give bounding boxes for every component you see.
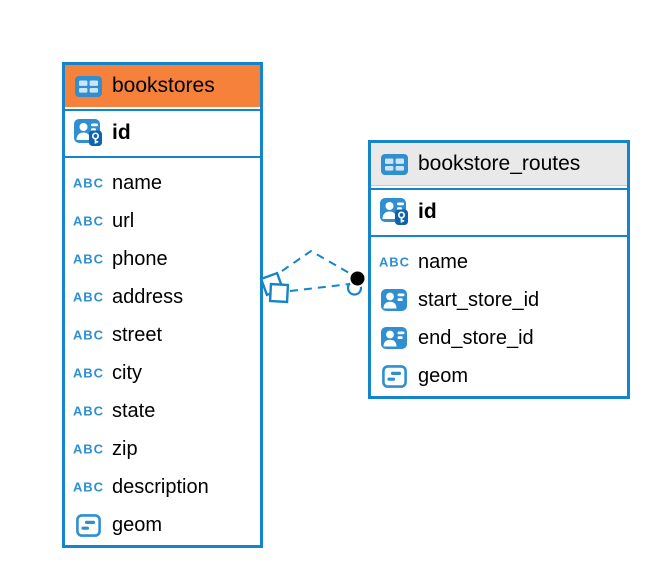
person-type-icon	[379, 289, 409, 311]
svg-text:ABC: ABC	[73, 252, 103, 266]
relationship-target-anchor-dot-icon[interactable]	[346, 269, 367, 296]
field-label: name	[418, 250, 469, 273]
primary-key-row[interactable]: id	[65, 111, 260, 154]
field-label: name	[112, 171, 163, 194]
header-divider	[371, 188, 627, 190]
text-type-icon: ABC	[73, 328, 103, 342]
primary-key-label: id	[418, 199, 437, 223]
svg-text:ABC: ABC	[73, 404, 103, 418]
table-field-row[interactable]: ABC state	[65, 392, 260, 430]
object-type-icon	[379, 364, 409, 388]
table-field-row[interactable]: geom	[371, 357, 627, 395]
table-title: bookstore_routes	[418, 152, 581, 175]
table-field-row[interactable]: ABC city	[65, 354, 260, 392]
person-type-icon	[379, 327, 409, 349]
table-field-row[interactable]: ABC street	[65, 316, 260, 354]
field-label: end_store_id	[418, 326, 534, 349]
relationship-line-lower[interactable]	[289, 283, 351, 292]
primary-key-row[interactable]: id	[371, 190, 627, 233]
text-type-icon: ABC	[73, 404, 103, 418]
svg-text:ABC: ABC	[379, 255, 409, 269]
table-field-row[interactable]: ABC address	[65, 278, 260, 316]
table-field-row[interactable]: ABC url	[65, 202, 260, 240]
field-label: address	[112, 285, 184, 308]
object-type-icon	[73, 513, 103, 537]
field-label: geom	[112, 513, 163, 536]
pk-divider	[65, 156, 260, 158]
field-label: state	[112, 399, 156, 422]
relationship-line-upper[interactable]	[281, 249, 352, 275]
table-title: bookstores	[112, 74, 215, 97]
text-type-icon: ABC	[73, 252, 103, 266]
person-key-icon	[379, 198, 409, 225]
text-type-icon: ABC	[73, 366, 103, 380]
field-label: city	[112, 361, 142, 384]
svg-text:ABC: ABC	[73, 328, 103, 342]
primary-key-label: id	[112, 120, 131, 144]
svg-text:ABC: ABC	[73, 366, 103, 380]
field-label: street	[112, 323, 163, 346]
header-divider	[65, 109, 260, 111]
text-type-icon: ABC	[73, 480, 103, 494]
svg-text:ABC: ABC	[73, 214, 103, 228]
pk-divider	[371, 235, 627, 237]
field-label: description	[112, 475, 209, 498]
table-field-row[interactable]: ABC phone	[65, 240, 260, 278]
text-type-icon: ABC	[379, 255, 409, 269]
table-header[interactable]: bookstores	[65, 65, 260, 107]
svg-text:ABC: ABC	[73, 290, 103, 304]
field-label: zip	[112, 437, 138, 460]
table-bookstore-routes[interactable]: bookstore_routes id ABC name start_store_i…	[368, 140, 630, 399]
relationship-source-anchor-squares-icon[interactable]	[259, 271, 290, 304]
table-field-row[interactable]: start_store_id	[371, 281, 627, 319]
text-type-icon: ABC	[73, 290, 103, 304]
table-field-row[interactable]: end_store_id	[371, 319, 627, 357]
field-label: geom	[418, 364, 469, 387]
field-label: start_store_id	[418, 288, 540, 311]
table-icon	[379, 153, 409, 175]
text-type-icon: ABC	[73, 214, 103, 228]
table-field-row[interactable]: geom	[65, 506, 260, 544]
field-label: url	[112, 209, 135, 232]
table-field-row[interactable]: ABC name	[371, 243, 627, 281]
svg-text:ABC: ABC	[73, 176, 103, 190]
table-icon	[73, 75, 103, 97]
table-field-row[interactable]: ABC description	[65, 468, 260, 506]
text-type-icon: ABC	[73, 442, 103, 456]
svg-text:ABC: ABC	[73, 480, 103, 494]
table-header[interactable]: bookstore_routes	[371, 143, 627, 186]
person-key-icon	[73, 119, 103, 146]
table-field-row[interactable]: ABC name	[65, 164, 260, 202]
svg-text:ABC: ABC	[73, 442, 103, 456]
table-field-row[interactable]: ABC zip	[65, 430, 260, 468]
text-type-icon: ABC	[73, 176, 103, 190]
field-label: phone	[112, 247, 168, 270]
